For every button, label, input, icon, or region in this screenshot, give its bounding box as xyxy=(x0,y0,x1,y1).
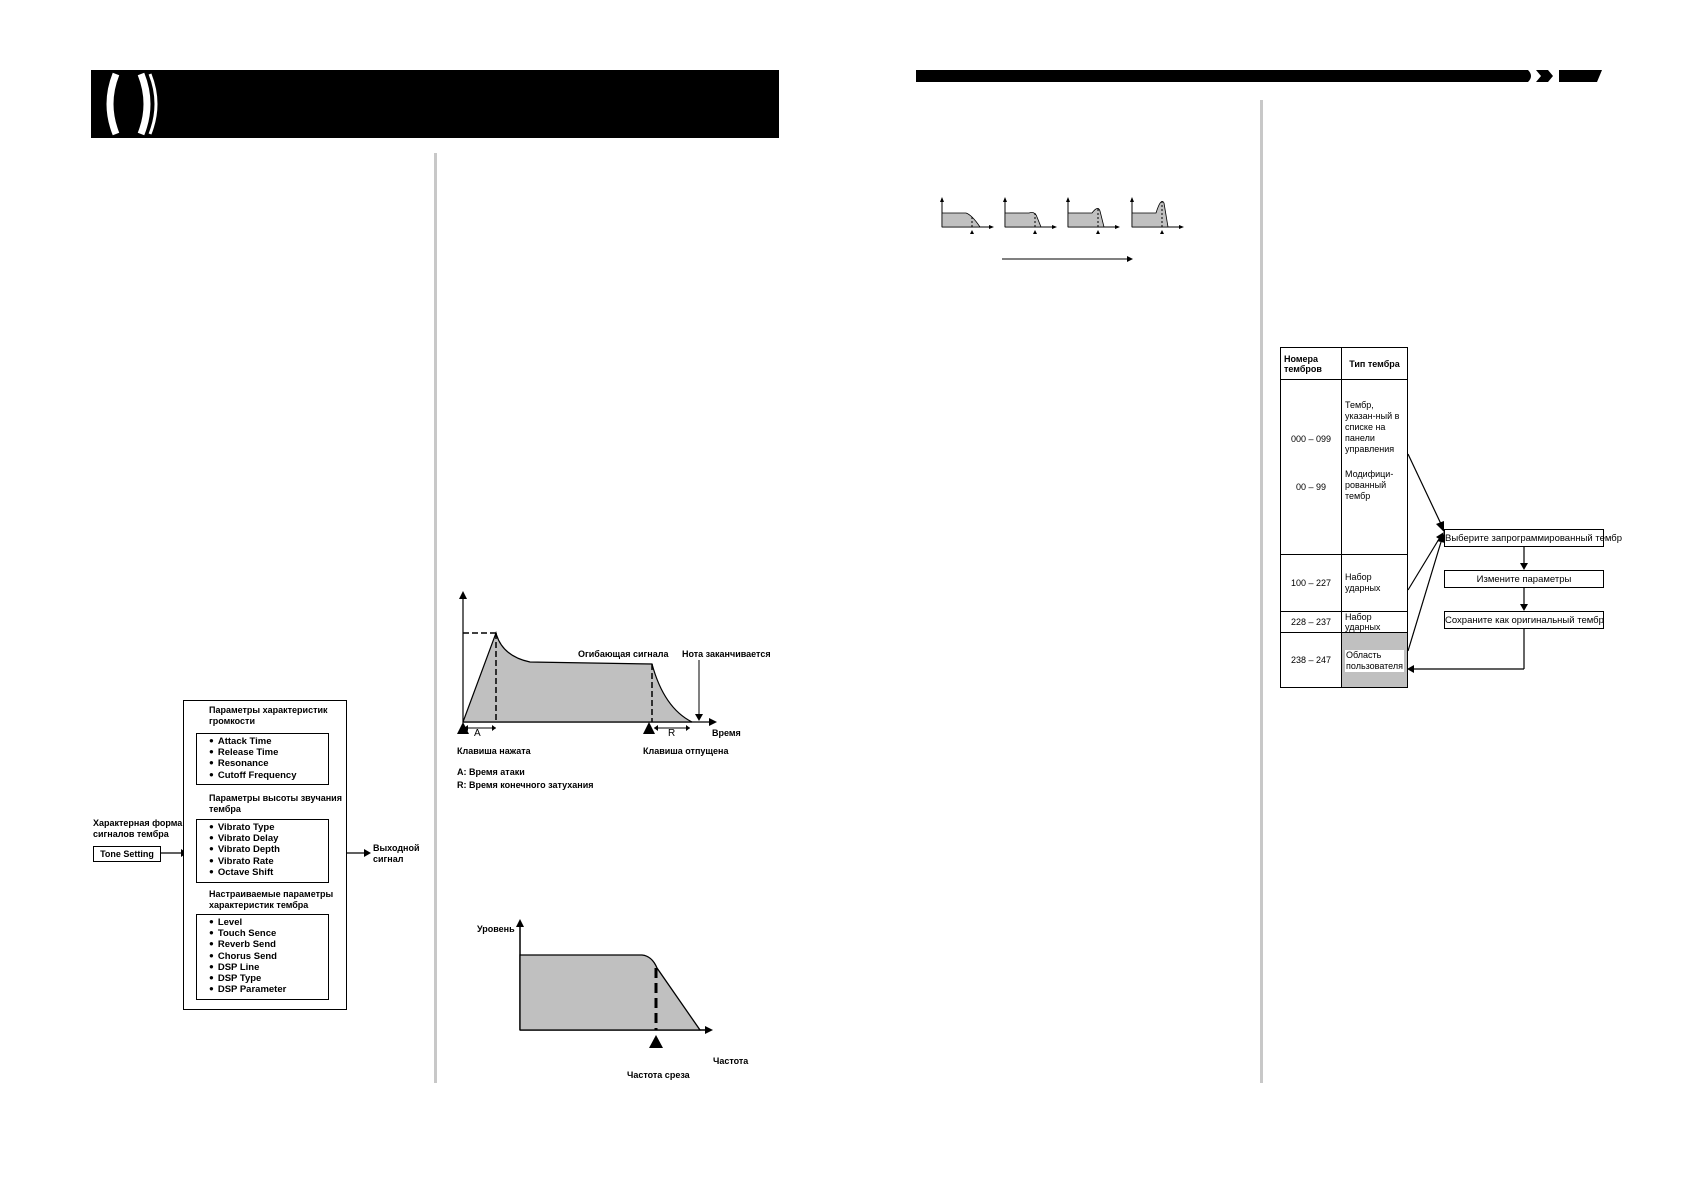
param-item: DSP Parameter xyxy=(209,984,328,995)
chapter-bracket-icon xyxy=(106,72,158,136)
cutoff-label: Частота среза xyxy=(627,1070,690,1080)
column-divider xyxy=(1260,100,1263,1083)
key-released-label: Клавиша отпущена xyxy=(643,746,729,756)
param-item: Vibrato Rate xyxy=(209,856,328,867)
table-cell-type: Тембр, указан-ный в списке на панели упр… xyxy=(1341,379,1408,555)
param-item: Vibrato Delay xyxy=(209,833,328,844)
type-general-midi: Набор ударных xyxy=(1341,554,1408,612)
range-100-227: 100 – 227 xyxy=(1279,554,1343,612)
group-title-volume: Параметры характеристик громкости xyxy=(209,705,328,726)
mini-filter-chart-4 xyxy=(1130,197,1184,234)
envelope-chart xyxy=(457,591,717,734)
filter-x-label: Частота xyxy=(713,1056,749,1066)
tone-number-table: Номера тембров Тип тембра 000 – 099 00 –… xyxy=(1279,347,1408,688)
resonance-mini-charts xyxy=(940,197,1184,262)
flow-step-select: Выберите запрограммированный тембр xyxy=(1444,529,1622,547)
pitch-params-list: Vibrato Type Vibrato Delay Vibrato Depth… xyxy=(196,819,329,883)
attack-marker: A xyxy=(474,728,481,739)
output-arrow xyxy=(347,849,371,857)
param-item: Reverb Send xyxy=(209,939,328,950)
param-item: Vibrato Depth xyxy=(209,844,328,855)
header-tone-type: Тип тембра xyxy=(1341,347,1408,380)
type-user-area: Область пользователя xyxy=(1345,650,1404,672)
column-divider xyxy=(434,153,437,1083)
param-item: Level xyxy=(209,917,328,928)
param-item: Octave Shift xyxy=(209,867,328,878)
range-238-247: 238 – 247 xyxy=(1279,632,1343,688)
type-drum-set: Набор ударных xyxy=(1341,611,1408,633)
flow-step-save: Сохраните как оригинальный тембр xyxy=(1444,611,1604,629)
tone-setting-button[interactable]: Tone Setting xyxy=(93,846,161,862)
flow-step-edit: Измените параметры xyxy=(1444,570,1604,588)
group-title-pitch: Параметры высоты звучания тембра xyxy=(209,793,342,814)
mini-filter-chart-2 xyxy=(1003,197,1057,234)
filter-y-label: Уровень xyxy=(477,924,515,934)
range-00-99: 00 – 99 xyxy=(1295,482,1327,492)
param-item: Resonance xyxy=(209,758,328,769)
tone-params-list: Level Touch Sence Reverb Send Chorus Sen… xyxy=(196,914,329,1000)
volume-params-list: Attack Time Release Time Resonance Cutof… xyxy=(196,733,329,785)
filter-shape xyxy=(519,954,702,1031)
type-panel-tone: Тембр, указан-ный в списке на панели упр… xyxy=(1345,400,1400,454)
type-modified-tone: Модифици-рованный тембр xyxy=(1345,469,1394,501)
filter-chart xyxy=(516,919,713,1048)
param-item: Chorus Send xyxy=(209,951,328,962)
chapter-header-bar xyxy=(91,70,779,138)
header-rule-right xyxy=(916,70,1602,82)
type-user-area-cell: Область пользователя xyxy=(1341,632,1408,688)
note-end-label: Нота заканчивается xyxy=(682,649,771,659)
range-000-099: 000 – 099 xyxy=(1290,434,1332,444)
param-item: DSP Line xyxy=(209,962,328,973)
header-tone-numbers: Номера тембров xyxy=(1279,347,1343,380)
mini-filter-chart-1 xyxy=(940,197,994,234)
param-item: Touch Sence xyxy=(209,928,328,939)
envelope-shape xyxy=(462,631,693,723)
group-title-tone: Настраиваемые параметры характеристик те… xyxy=(209,889,334,910)
time-axis-label: Время xyxy=(712,728,741,738)
param-item: Cutoff Frequency xyxy=(209,770,328,781)
legend-release: R: Время конечного затухания xyxy=(457,780,594,790)
param-item: Release Time xyxy=(209,747,328,758)
flow-arrows xyxy=(1407,453,1528,673)
table-cell-number: 000 – 099 00 – 99 xyxy=(1279,379,1343,555)
waveform-label: Характерная форма сигналов тембра xyxy=(93,818,183,839)
legend-attack: A: Время атаки xyxy=(457,767,525,777)
range-228-237: 228 – 237 xyxy=(1279,611,1343,633)
param-item: Attack Time xyxy=(209,736,328,747)
mini-filter-chart-3 xyxy=(1066,197,1120,234)
key-pressed-label: Клавиша нажата xyxy=(457,746,531,756)
param-item: DSP Type xyxy=(209,973,328,984)
release-marker: R xyxy=(668,728,676,739)
param-item: Vibrato Type xyxy=(209,822,328,833)
envelope-label: Огибающая сигнала xyxy=(578,649,669,659)
output-label: Выходной сигнал xyxy=(373,843,420,864)
